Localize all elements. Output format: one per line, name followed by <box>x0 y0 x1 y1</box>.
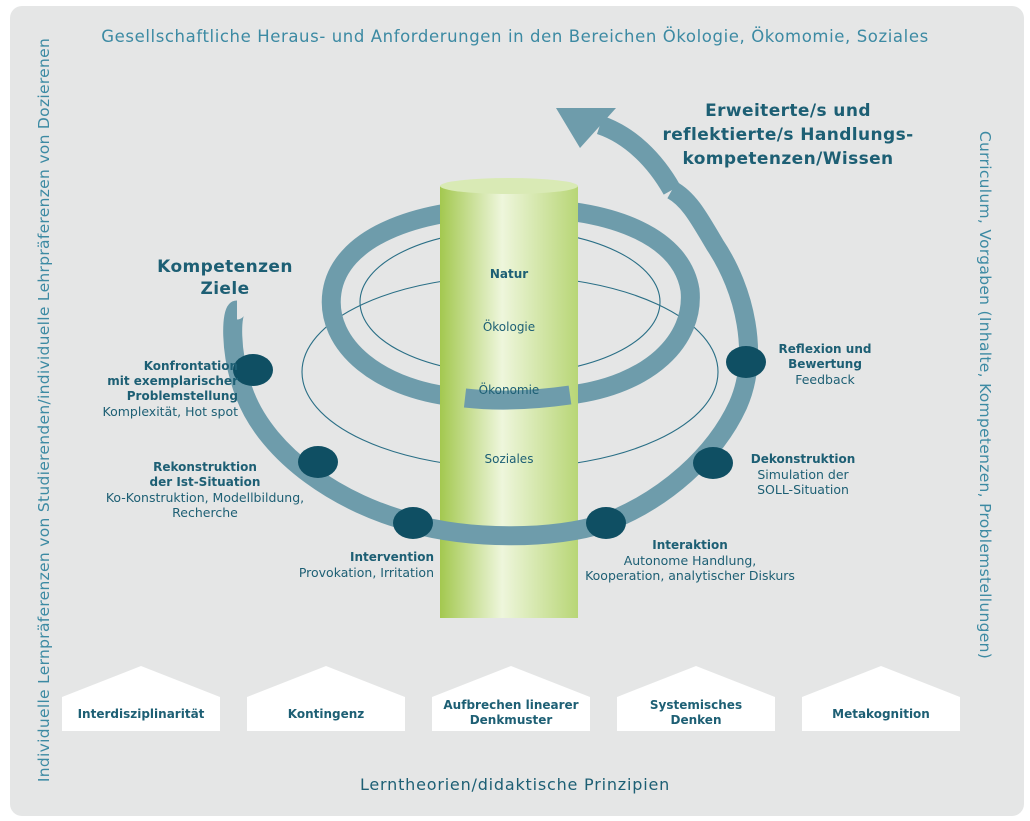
principle-house-2 <box>247 666 405 731</box>
station-detail: Provokation, Irritation <box>298 565 434 580</box>
principle-label-3: Aufbrechen linearer Denkmuster <box>443 698 579 727</box>
column-label-oekologie: Ökologie <box>482 320 536 334</box>
spiral-back-arc <box>223 300 418 533</box>
station-node-dekonstruktion <box>693 447 733 479</box>
station-node-rekonstruktion <box>298 446 338 478</box>
station-detail: Feedback <box>795 372 855 387</box>
principle-label-4: Systemisches Denken <box>649 698 743 727</box>
principle-house-3 <box>432 666 590 731</box>
principle-house-4 <box>617 666 775 731</box>
spiral-outer-sweep <box>596 115 681 195</box>
station-title: Interaktion <box>652 538 728 552</box>
result-line-2: reflektierte/s Handlungs- <box>662 125 914 145</box>
spiral-front-top <box>463 385 572 410</box>
column-label-soziales: Soziales <box>484 452 534 466</box>
station-title: Reflexion und Bewertung <box>778 342 872 371</box>
station-title: Konfrontation mit exemplarischer Problem… <box>107 359 238 403</box>
station-label-interaktion: Interaktion Autonome Handlung, Kooperati… <box>580 538 800 583</box>
station-node-interaktion <box>586 507 626 539</box>
station-title: Dekonstruktion <box>750 452 856 466</box>
right-side-label: Curriculum, Vorgaben (Inhalte, Kompetenz… <box>976 130 994 660</box>
result-label: Erweiterte/s und reflektierte/s Handlung… <box>628 99 948 171</box>
station-detail: Simulation der SOLL-Situation <box>757 467 849 497</box>
station-title: Intervention <box>350 550 434 564</box>
goals-line-2: Ziele <box>200 279 250 299</box>
station-label-reflexion: Reflexion und Bewertung Feedback <box>765 342 885 387</box>
station-detail: Autonome Handlung, Kooperation, analytis… <box>585 553 795 583</box>
station-label-konfrontation: Konfrontation mit exemplarischer Problem… <box>70 359 238 419</box>
column-top <box>440 178 578 194</box>
station-node-konfrontation <box>233 354 273 386</box>
station-title: Rekonstruktion der Ist-Situation <box>149 460 261 489</box>
result-line-3: kompetenzen/Wissen <box>682 149 894 169</box>
principle-house-1 <box>62 666 220 731</box>
principle-house-5 <box>802 666 960 731</box>
station-label-intervention: Intervention Provokation, Irritation <box>270 550 434 580</box>
principle-label-2: Kontingenz <box>287 707 365 721</box>
station-node-reflexion <box>726 346 766 378</box>
principle-label-5: Metakognition <box>832 707 930 721</box>
goals-line-1: Kompetenzen <box>157 257 293 277</box>
result-line-1: Erweiterte/s und <box>705 101 871 121</box>
principle-label-1: Interdisziplinarität <box>77 707 205 721</box>
spiral-front-bottom <box>407 181 758 546</box>
left-side-label: Individuelle Lernpräferenzen von Studier… <box>35 37 53 783</box>
station-detail: Komplexität, Hot spot <box>102 404 238 419</box>
station-label-rekonstruktion: Rekonstruktion der Ist-Situation Ko-Kons… <box>95 460 315 520</box>
result-arrow-icon <box>556 108 616 148</box>
station-node-intervention <box>393 507 433 539</box>
station-label-dekonstruktion: Dekonstruktion Simulation der SOLL-Situa… <box>738 452 868 497</box>
station-detail: Ko-Konstruktion, Modellbildung, Recherch… <box>105 490 305 520</box>
header-title: Gesellschaftliche Heraus- und Anforderun… <box>101 27 929 46</box>
goals-label: Kompetenzen Ziele <box>150 256 300 300</box>
column-label-natur: Natur <box>489 267 529 281</box>
footer-title: Lerntheorien/didaktische Prinzipien <box>359 775 671 794</box>
column-label-oekonomie: Ökonomie <box>478 383 540 397</box>
